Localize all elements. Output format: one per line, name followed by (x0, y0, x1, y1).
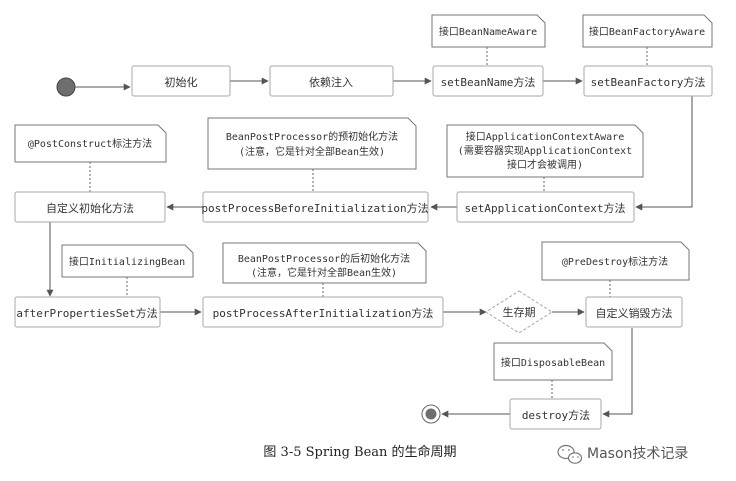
wechat-icon (557, 444, 583, 464)
note-postconstruct: @PostConstruct标注方法 (28, 137, 152, 150)
node-di-box (269, 65, 394, 97)
note-predestroy-shape (541, 241, 690, 281)
note-postconstruct-shape (14, 124, 167, 163)
node-afterprops-box (14, 296, 161, 328)
node-init: 初始化 (165, 75, 198, 89)
note-bppbefore-line1: BeanPostProcessor的预初始化方法 (226, 130, 398, 143)
node-afterprops: afterPropertiesSet方法 (16, 306, 157, 320)
node-setbeanfactory: setBeanFactory方法 (591, 75, 706, 89)
node-setbeanname-box (432, 65, 544, 97)
notes (14, 14, 713, 381)
note-initializingbean: 接口InitializingBean (69, 255, 185, 268)
note-predestroy: @PreDestroy标注方法 (562, 255, 668, 268)
node-postafter-box (202, 296, 444, 328)
arrow-customdestroy-to-destroy (602, 328, 633, 418)
note-appctxaware-shape (446, 124, 644, 178)
node-destroy: destroy方法 (522, 408, 590, 422)
note-initializingbean-shape (61, 244, 194, 278)
note-links (89, 47, 648, 399)
node-setbeanfactory-box (583, 65, 713, 97)
connectors (46, 77, 693, 418)
node-postbefore-box (202, 191, 429, 223)
arrow-setbeanfactory-to-setappctx (635, 96, 693, 211)
figure-caption: 图 3-5 Spring Bean 的生命周期 (263, 444, 456, 460)
note-appctxaware-line3: 接口才会被调用) (507, 158, 583, 171)
note-bppafter-line1: BeanPostProcessor的后初始化方法 (238, 252, 410, 265)
node-destroy-box (509, 398, 602, 430)
start-node (56, 77, 76, 97)
note-appctxaware-line2: (需要容器实现ApplicationContext (458, 144, 632, 157)
note-disposablebean: 接口DisposableBean (501, 356, 605, 369)
node-lifetime: 生存期 (503, 305, 536, 319)
note-beannameaware-shape (431, 14, 546, 48)
note-bppafter-shape (222, 242, 427, 284)
node-custominit: 自定义初始化方法 (46, 201, 134, 215)
node-setappctx: setApplicationContext方法 (464, 201, 625, 215)
node-setappctx-box (456, 191, 635, 223)
watermark-text: Mason技术记录 (587, 446, 688, 462)
note-beanfactoryaware: 接口BeanFactoryAware (589, 25, 705, 38)
note-bppbefore-shape (207, 117, 417, 170)
note-disposablebean-shape (493, 342, 613, 381)
node-postafter: postProcessAfterInitialization方法 (213, 306, 434, 320)
node-customdestroy-box (585, 296, 683, 328)
process-nodes (14, 65, 713, 430)
note-bppbefore-line2: (注意，它是针对全部Bean生效) (239, 145, 385, 158)
note-bppafter-line2: (注意，它是针对全部Bean生效) (251, 266, 397, 279)
node-setbeanname: setBeanName方法 (441, 75, 536, 89)
end-node (421, 404, 441, 424)
note-beannameaware: 接口BeanNameAware (439, 25, 537, 38)
watermark: Mason技术记录 (557, 444, 688, 464)
node-customdestroy: 自定义销毁方法 (596, 306, 673, 320)
node-custominit-box (14, 191, 166, 223)
node-postbefore: postProcessBeforeInitialization方法 (201, 201, 428, 215)
lifetime-decision (485, 290, 553, 334)
node-init-box (131, 65, 231, 97)
note-appctxaware-line1: 接口ApplicationContextAware (466, 130, 624, 143)
node-di: 依赖注入 (309, 75, 353, 89)
note-beanfactoryaware-shape (582, 14, 713, 48)
